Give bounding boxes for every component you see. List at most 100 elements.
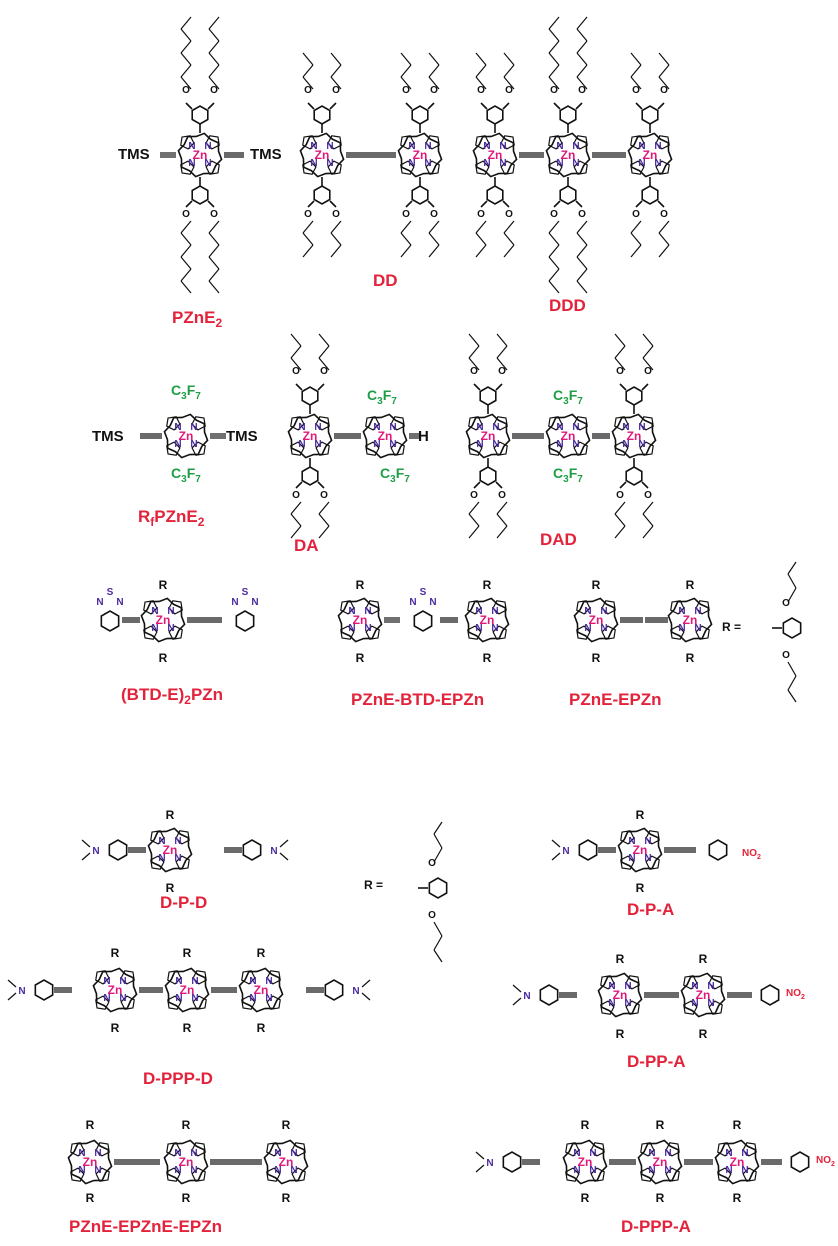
r-definition-top: R = [722,620,741,634]
nitrogen-atom: N [249,993,256,1004]
oxygen-atom: O [660,85,668,96]
nitrogen-atom: N [298,422,305,433]
nitrogen-atom: N [491,606,498,617]
label-d-pp-a: D-PP-A [627,1052,686,1071]
nitrogen-atom: N [231,597,238,608]
d-p-a-left-nme2: N [551,839,570,861]
c3f7-top-rfpzne2: C3F7 [171,382,201,402]
r-group: R [733,1191,742,1205]
no2-d-pp-a: NO2 [786,988,805,1001]
zinc-atom: Zn [653,1155,668,1169]
c3f7-bottom-dad: C3F7 [553,465,583,485]
tms-right-rfpzne2: TMS [226,428,258,445]
oxygen-atom: O [470,490,478,501]
d-ppp-a-left-nme2: N [475,1151,494,1173]
zinc-atom: Zn [179,1155,194,1169]
nitrogen-atom: N [572,422,579,433]
nitrogen-atom: N [119,976,126,987]
alkyne-d-p-a-right [664,847,696,853]
nitrogen-atom: N [475,606,482,617]
nitrogen-atom: N [628,836,635,847]
nitrogen-atom: N [572,439,579,450]
zinc-atom: Zn [480,613,495,627]
zinc-atom: Zn [83,1155,98,1169]
r-group: R [159,578,168,592]
aryl-ddd-2-bottom-ring [559,185,577,205]
r-group: R [182,1191,191,1205]
nitrogen-atom: N [654,141,661,152]
oxygen-atom: O [578,85,586,96]
aryl-dd-1-bottom-ring [313,185,331,205]
r-group: R [656,1191,665,1205]
nitrogen-atom: N [274,1165,281,1176]
oxygen-atom: O [430,209,438,220]
r-group: R [183,1021,192,1035]
nitrogen-atom: N [486,1158,493,1169]
nitrogen-atom: N [600,623,607,634]
oxygen-atom: O [782,598,790,609]
nitrogen-atom: N [476,439,483,450]
nitrogen-atom: N [589,1165,596,1176]
d-ppp-d-left-nme2: N [7,979,26,1001]
alkyne-dad-bridge-2 [592,433,610,439]
nitrogen-atom: N [562,846,569,857]
nitrogen-atom: N [191,976,198,987]
d-p-a-nitrophenyl [708,839,728,861]
zinc-atom: Zn [180,983,195,997]
nitrogen-atom: N [648,1165,655,1176]
alkyne-pzne2-left [160,152,176,158]
nitrogen-atom: N [694,623,701,634]
label-btd-e-2-pzn: (BTD-E)2PZn [121,685,223,707]
nitrogen-atom: N [94,1165,101,1176]
zinc-atom: Zn [696,988,711,1002]
nitrogen-atom: N [158,836,165,847]
r-definition-bottom: R = [364,878,383,892]
oxygen-atom: O [402,209,410,220]
zinc-atom: Zn [730,1155,745,1169]
alkyne-rfpzne2-left [140,433,162,439]
nitrogen-atom: N [18,986,25,997]
oxygen-atom: O [782,650,790,661]
c3f7-groups: C3F7 C3F7 C3F7 C3F7 C3F7 C3F7 [171,382,583,485]
alkyne-d-pp-a-right [727,992,752,998]
r-group: R [656,1118,665,1132]
r-group: R [111,946,120,960]
r-group: R [166,808,175,822]
oxygen-atom: O [616,490,624,501]
btd-right-ring [235,610,255,632]
nitrogen-atom: N [499,141,506,152]
oxygen-atom: O [660,209,668,220]
r-group: R [636,808,645,822]
nitrogen-atom: N [373,439,380,450]
r-substituent-top: OO [772,561,797,703]
nitrogen-atom: N [96,597,103,608]
nitrogen-atom: N [707,998,714,1009]
nitrogen-atom: N [151,623,158,634]
d-p-d-left-phenyl [108,839,128,861]
oxygen-atom: O [332,85,340,96]
zinc-atom: Zn [488,148,503,162]
nitrogen-atom: N [174,439,181,450]
nitrogen-atom: N [352,986,359,997]
nitrogen-atom: N [298,439,305,450]
oxygen-atom: O [632,209,640,220]
alkyne-da-bridge [334,433,361,439]
zinc-atom: Zn [163,843,178,857]
nitrogen-atom: N [492,439,499,450]
alkyne-pzne-epzn-b [645,617,668,623]
nitrogen-atom: N [638,158,645,169]
nitrogen-atom: N [389,422,396,433]
oxygen-atom: O [430,85,438,96]
zinc-atom: Zn [481,429,496,443]
